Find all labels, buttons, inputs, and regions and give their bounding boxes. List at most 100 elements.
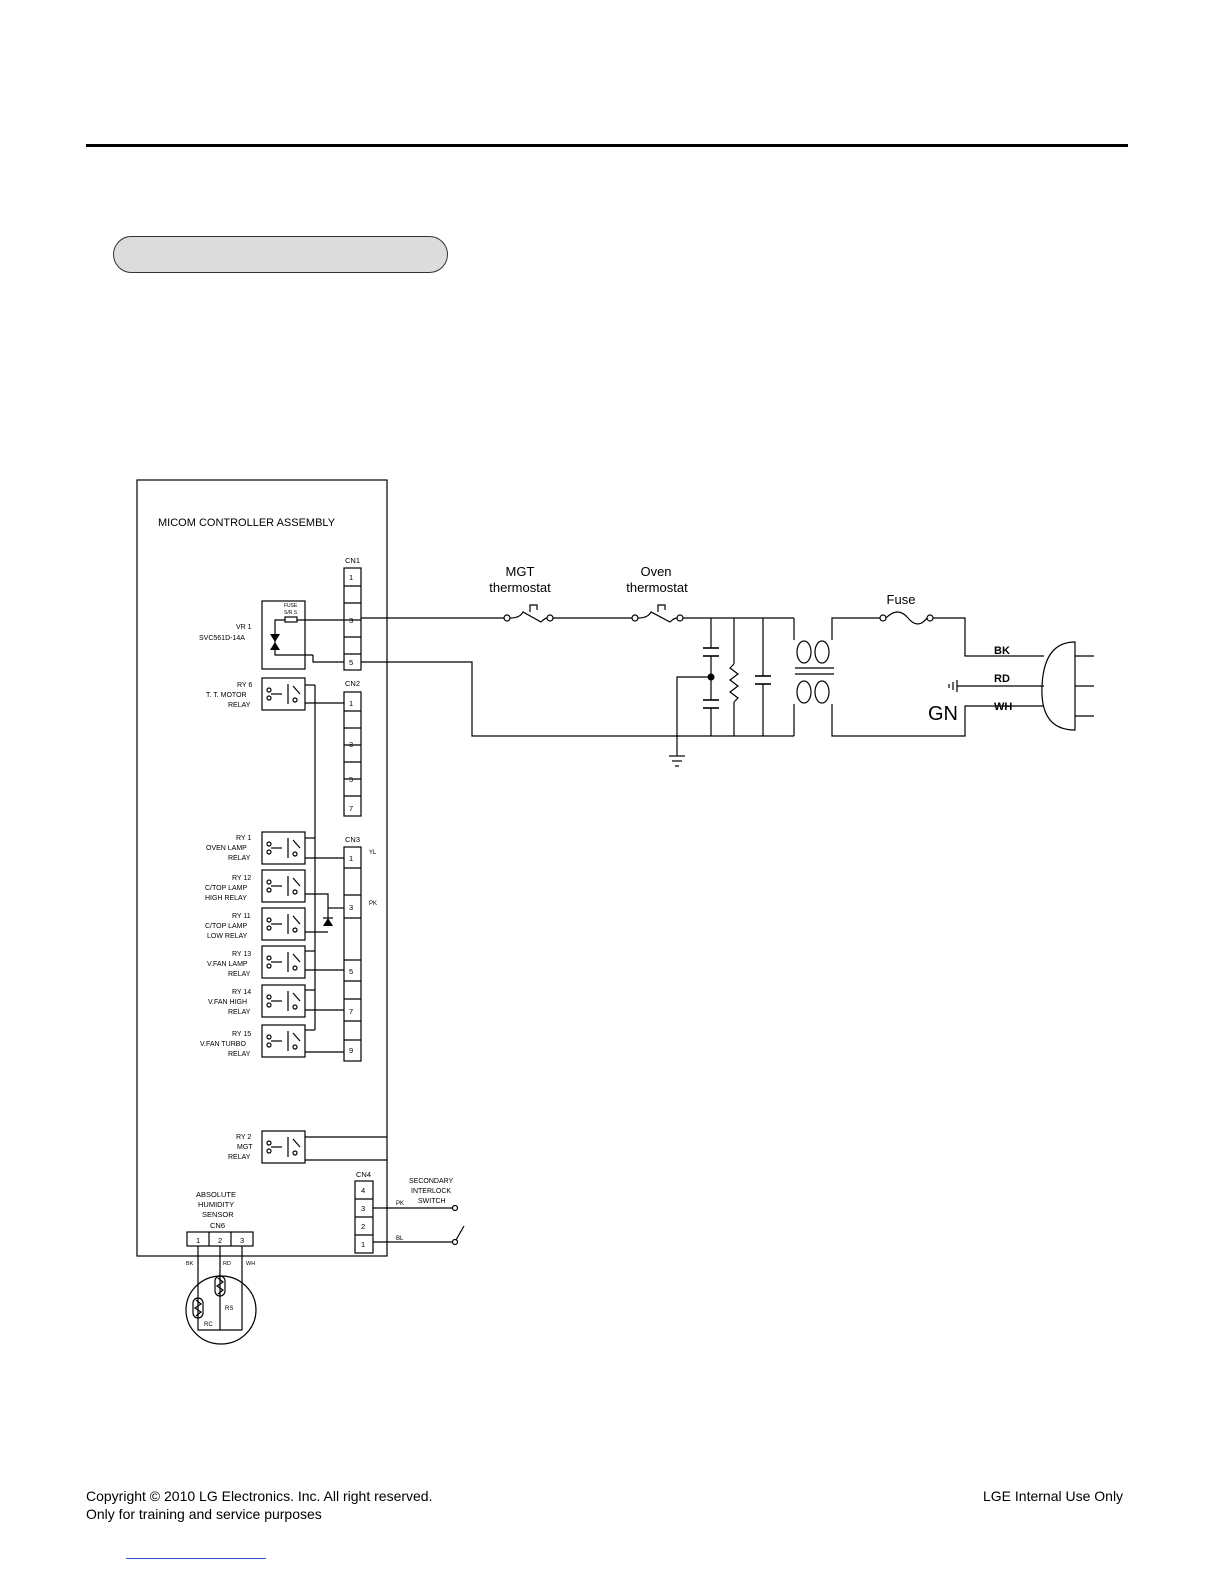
relay-ry6-type: RELAY	[228, 702, 251, 709]
relay-ry14-name: V.FAN HIGH	[208, 999, 247, 1006]
relay-ry6-id: RY 6	[237, 682, 252, 689]
cn1-pin-5: 5	[349, 658, 353, 667]
relay-ry13-name: V.FAN LAMP	[207, 961, 248, 968]
relay-ry12-id: RY 12	[232, 875, 251, 882]
footer-internal: LGE Internal Use Only	[983, 1488, 1124, 1504]
cn2-label: CN2	[345, 679, 360, 688]
relay-ry13	[261, 945, 306, 979]
relay-ry11-type: LOW RELAY	[207, 933, 248, 940]
cn4-connector	[354, 1180, 374, 1254]
cn4-pin-2: 2	[361, 1222, 365, 1231]
footer-purpose: Only for training and service purposes	[86, 1506, 322, 1522]
relay-ry13-type: RELAY	[228, 971, 251, 978]
cn4-pin-4: 4	[361, 1186, 365, 1195]
relay-ry12	[261, 869, 306, 903]
plug-wh: WH	[994, 701, 1012, 713]
cn3-pin-9: 9	[349, 1046, 353, 1055]
relay-ry13-id: RY 13	[232, 951, 251, 958]
small-fuse-rating: S/R S	[284, 610, 298, 616]
cn1-pin-1: 1	[349, 573, 353, 582]
cn1-pin-3: 3	[349, 616, 353, 625]
cn1-connector	[343, 567, 362, 671]
cn3-pin-1: 1	[349, 854, 353, 863]
relay-ry14-type: RELAY	[228, 1009, 251, 1016]
relay-ry6-icon	[266, 684, 301, 704]
cn2-pin-3: 3	[349, 740, 353, 749]
cn2-pin-1: 1	[349, 699, 353, 708]
cn4-label: CN4	[356, 1170, 371, 1179]
switch-contact	[451, 1204, 459, 1212]
plug-bk: BK	[994, 645, 1010, 657]
cn3-label: CN3	[345, 835, 360, 844]
cn2-pin-7: 7	[349, 804, 353, 813]
diode-icon	[323, 918, 333, 926]
fuse-label: Fuse	[887, 592, 916, 607]
neutral-wire	[361, 661, 794, 737]
footer-copyright: Copyright © 2010 LG Electronics. Inc. Al…	[86, 1488, 433, 1504]
relay-ry2-id: RY 2	[236, 1134, 251, 1141]
relay-ry12-name: C/TOP LAMP	[205, 885, 247, 892]
plug-rd: RD	[994, 673, 1010, 685]
plug-gn: GN	[928, 703, 958, 725]
mgt-thermostat-icon	[503, 604, 554, 623]
sensor-label-2: HUMIDITY	[198, 1200, 234, 1209]
cn3-pin-5: 5	[349, 967, 353, 976]
cn6-label: CN6	[210, 1221, 225, 1230]
relay-ry1-name: OVEN LAMP	[206, 845, 247, 852]
oven-thermostat-label: Oven	[640, 564, 671, 579]
fuse-icon	[879, 611, 934, 625]
mgt-thermostat-label-2: thermostat	[489, 580, 551, 595]
relay-ry11	[261, 907, 306, 941]
vr1-label: VR 1	[236, 624, 252, 631]
filter-capacitors	[676, 618, 719, 756]
cn1-label: CN1	[345, 556, 360, 565]
sensor-label-1: ABSOLUTE	[196, 1190, 236, 1199]
controller-title: MICOM CONTROLLER ASSEMBLY	[158, 517, 336, 529]
section-tab	[113, 236, 448, 273]
filter-x-capacitor	[755, 618, 771, 736]
relay-ry2-name: MGT	[237, 1144, 253, 1151]
oven-thermostat-icon	[631, 604, 684, 623]
power-plug-icon	[948, 641, 1094, 731]
relay-ry6-name: T. T. MOTOR	[206, 692, 247, 699]
choke-coil-icon	[793, 617, 1044, 737]
relay-ry15-name: V.FAN TURBO	[200, 1041, 246, 1048]
small-fuse-label: FUSE	[284, 603, 298, 609]
wire-yl: YL	[369, 850, 377, 856]
sensor-rc-label: RC	[204, 1322, 213, 1328]
footer-link-underline	[126, 1558, 266, 1559]
sensor-rs-icon	[214, 1275, 226, 1297]
sensor-body	[185, 1275, 257, 1345]
relay-ry11-id: RY 11	[232, 913, 251, 920]
vr1-box	[261, 600, 306, 670]
sensor-rc-icon	[192, 1297, 204, 1319]
relay-ry6	[261, 677, 306, 711]
relay-ry15	[261, 1024, 306, 1058]
ground-icon	[669, 755, 685, 767]
cn6-pin-2: 2	[218, 1236, 222, 1245]
vr1-part: SVC561D-14A	[199, 635, 245, 642]
relay-ry15-type: RELAY	[228, 1051, 251, 1058]
cn2-pin-5: 5	[349, 775, 353, 784]
cn3-connector	[343, 846, 362, 1062]
relay-ry12-type: HIGH RELAY	[205, 895, 247, 902]
sensor-label-3: SENSOR	[202, 1210, 234, 1219]
controller-box	[136, 479, 388, 1257]
wire-pk-cn3: PK	[369, 901, 377, 907]
relay-ry2	[261, 1130, 306, 1164]
switch-label-3: SWITCH	[418, 1198, 446, 1205]
cn2-connector	[343, 691, 362, 817]
switch-lever-icon	[455, 1225, 465, 1241]
cn3-pin-7: 7	[349, 1007, 353, 1016]
sensor-wire-wh: WH	[246, 1261, 255, 1267]
oven-thermostat-label-2: thermostat	[626, 580, 688, 595]
relay-ry2-type: RELAY	[228, 1154, 251, 1161]
cn4-pin-1: 1	[361, 1240, 365, 1249]
switch-label-1: SECONDARY	[409, 1178, 454, 1185]
cn4-pin-3: 3	[361, 1204, 365, 1213]
sensor-wire-rd: RD	[223, 1261, 231, 1267]
varistor-icon	[270, 619, 313, 656]
relay-ry14	[261, 984, 306, 1018]
mgt-thermostat-label: MGT	[506, 564, 535, 579]
